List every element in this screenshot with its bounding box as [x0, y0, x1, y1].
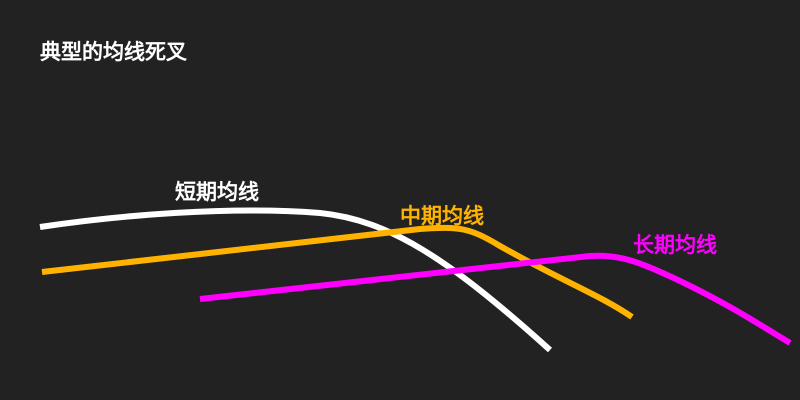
- short-ma-line: [39, 207, 553, 353]
- medium-ma-line: [41, 224, 634, 320]
- long-ma-line: [199, 252, 792, 346]
- long-ma-label: 长期均线: [633, 233, 717, 257]
- medium-ma-label: 中期均线: [400, 204, 484, 228]
- diagram-title: 典型的均线死叉: [40, 40, 187, 64]
- short-ma-label: 短期均线: [175, 180, 259, 204]
